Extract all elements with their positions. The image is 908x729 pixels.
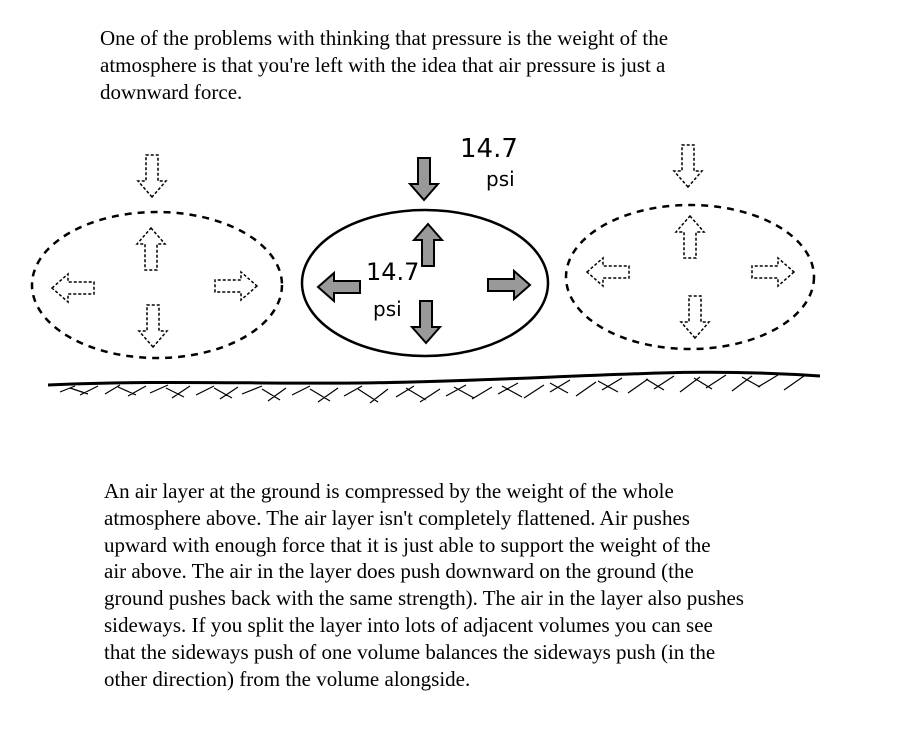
center-air-parcel: 14.7 psi 14.7 psi: [300, 134, 550, 358]
left-right-arrow-icon: [214, 271, 258, 301]
right-up-arrow-icon: [675, 215, 705, 259]
right-dashed-ellipse: [564, 203, 816, 351]
ground-hatching: [59, 374, 805, 404]
right-air-parcel: [564, 144, 816, 351]
left-left-arrow-icon: [51, 273, 95, 303]
center-pressure-value: 14.7: [366, 258, 419, 286]
left-dashed-ellipse: [30, 210, 284, 360]
explanation-paragraph: An air layer at the ground is compressed…: [104, 479, 744, 691]
left-up-arrow-icon: [136, 227, 166, 271]
left-top-down-arrow-icon: [137, 154, 167, 198]
center-left-arrow-icon: [317, 272, 361, 302]
center-right-arrow-icon: [487, 270, 531, 300]
ground-line: [47, 370, 821, 387]
top-pressure-unit: psi: [486, 167, 515, 191]
intro-paragraph: One of the problems with thinking that p…: [100, 26, 669, 104]
left-air-parcel: [30, 154, 284, 360]
top-pressure-value: 14.7: [460, 134, 518, 164]
center-pressure-unit: psi: [373, 297, 402, 321]
center-top-down-arrow-icon: [409, 157, 439, 201]
right-right-arrow-icon: [751, 257, 795, 287]
left-down-arrow-icon: [138, 304, 168, 348]
right-down-arrow-icon: [680, 295, 710, 339]
ground-surface: [47, 370, 821, 404]
right-top-down-arrow-icon: [673, 144, 703, 188]
center-down-arrow-icon: [411, 300, 441, 344]
right-left-arrow-icon: [586, 257, 630, 287]
center-solid-ellipse: [300, 208, 550, 358]
